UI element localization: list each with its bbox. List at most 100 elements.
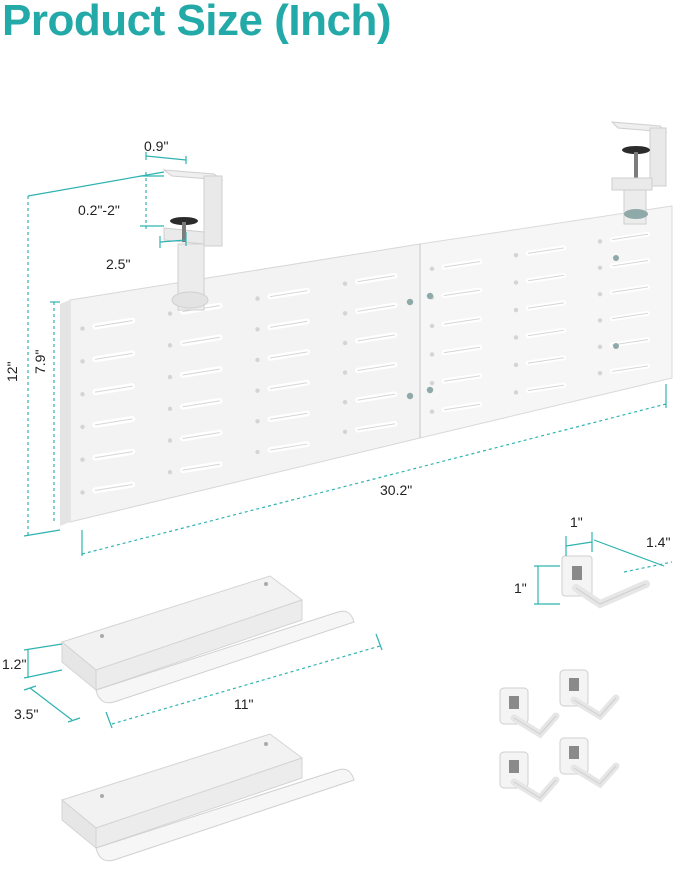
pegboard-hole — [167, 438, 173, 443]
shelf-top — [60, 575, 355, 704]
pegboard-slot — [611, 260, 649, 267]
total-height-label: 12" — [4, 361, 20, 382]
pegboard-slot — [611, 233, 649, 241]
pegboard-slot — [94, 320, 133, 328]
panel-width-label: 30.2" — [380, 482, 413, 498]
pegboard-slot — [527, 329, 565, 337]
pegboard-slot — [182, 432, 221, 439]
pegboard-hole — [429, 409, 435, 414]
pegboard-slot — [527, 247, 565, 254]
pegboard-slot — [443, 375, 481, 382]
pegboard-hole — [80, 457, 85, 462]
pegboard-hole — [513, 280, 519, 285]
pegboard-slot — [527, 357, 565, 364]
pegboard-hole — [167, 311, 173, 316]
pegboard-slot — [182, 336, 221, 344]
pegboard-hole — [342, 311, 348, 316]
pegboard-hole — [597, 239, 603, 244]
pegboard-hole — [342, 370, 348, 375]
pegboard-hole — [167, 343, 173, 348]
pegboard-hole — [513, 307, 519, 313]
pegboard-slot — [269, 351, 308, 359]
hook-height-label: 1" — [514, 580, 527, 596]
pegboard-hole — [597, 318, 603, 323]
hook-set — [499, 669, 620, 803]
pegboard-hole — [429, 380, 435, 386]
pegboard-slot — [94, 385, 133, 393]
right-clamp — [610, 121, 668, 225]
pegboard-slot — [94, 451, 133, 459]
pegboard-slot — [269, 320, 308, 328]
pegboard-hole — [80, 391, 85, 397]
pegboard-hole — [167, 470, 173, 475]
pegboard-slot — [357, 393, 396, 401]
shelf-bottom — [60, 733, 355, 862]
pegboard-hole — [513, 362, 519, 368]
shelf-length-label: 11" — [234, 696, 254, 712]
pegboard-hole — [255, 296, 260, 301]
pegboard-slot — [182, 368, 221, 376]
pegboard-slot — [527, 274, 565, 282]
pegboard-hole — [513, 390, 519, 395]
clamp-depth-label: 2.5" — [106, 256, 131, 272]
pegboard-slot — [269, 443, 308, 451]
pegboard-hole — [80, 424, 85, 430]
pegboard-hole — [80, 359, 85, 364]
screw-icon — [426, 292, 434, 300]
hook-dimension-lines — [534, 532, 673, 605]
pegboard-hole — [597, 265, 603, 270]
hook-icon — [559, 669, 620, 721]
hook-icon — [499, 751, 560, 803]
pegboard-slot — [269, 290, 308, 298]
pegboard-slot — [357, 423, 396, 431]
pegboard-slot — [443, 261, 481, 268]
page-title: Product Size (Inch) — [2, 0, 391, 45]
pegboard-hole — [255, 357, 260, 363]
pegboard-hole — [255, 388, 260, 393]
pegboard-hole — [167, 374, 173, 380]
pegboard-slot — [357, 275, 396, 283]
pegboard-slot — [443, 318, 481, 325]
pegboard-panel — [60, 205, 673, 526]
pegboard-slot — [443, 289, 481, 297]
screw-icon — [613, 343, 619, 349]
pegboard-hole — [429, 323, 435, 329]
pegboard-slot — [527, 302, 565, 309]
screw-icon — [613, 255, 619, 261]
pegboard-hole — [255, 419, 260, 424]
pegboard-hole — [255, 449, 260, 455]
pegboard-hole — [429, 352, 435, 357]
hook-icon — [499, 687, 560, 739]
pegboard-slot — [611, 312, 649, 320]
shelf-dimension-lines — [23, 633, 383, 729]
screw-icon — [426, 386, 434, 394]
pegboard-slot — [357, 304, 396, 312]
pegboard-hole — [80, 326, 85, 331]
pegboard-hole — [597, 344, 603, 350]
pegboard-dimension-lines — [23, 152, 667, 556]
pegboard-slot — [357, 364, 396, 371]
pegboard-hole — [255, 327, 260, 332]
pegboard-hole — [342, 399, 348, 405]
pegboard-hole — [342, 429, 348, 434]
clamp-range-label: 0.2"-2" — [78, 202, 120, 218]
pegboard-hole — [80, 490, 85, 495]
pegboard-slot — [357, 334, 396, 342]
hook-width-label: 1" — [570, 514, 583, 530]
pegboard-slot — [94, 352, 133, 360]
pegboard-slots — [80, 231, 651, 495]
screw-icon — [406, 392, 414, 400]
pegboard-hole — [167, 406, 173, 411]
pegboard-slot — [443, 403, 481, 411]
panel-height-label: 7.9" — [32, 349, 48, 374]
pegboard-slot — [94, 418, 133, 426]
pegboard-hole — [342, 281, 348, 286]
hook-icon — [559, 737, 620, 789]
pegboard-slot — [182, 400, 221, 408]
pegboard-hole — [429, 266, 435, 272]
pegboard-slot — [94, 484, 133, 491]
shelf-height-label: 1.2" — [2, 656, 27, 672]
pegboard-slot — [269, 412, 308, 420]
shelf-depth-label: 3.5" — [14, 706, 39, 722]
